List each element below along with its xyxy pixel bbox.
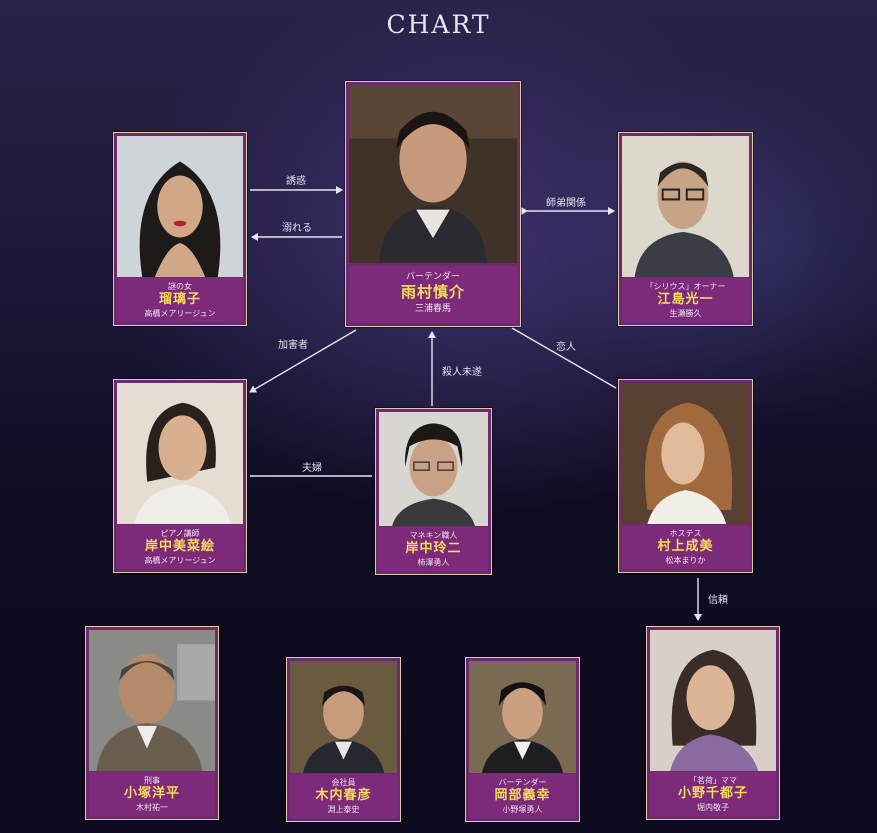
label-amemura: バーテンダー 雨村慎介 三浦春馬 [349,266,517,323]
name-onochizuko: 小野千都子 [677,786,748,801]
role-kiuchi: 会社員 [331,778,356,787]
rel-trust: 信頼 [708,595,728,606]
card-onochizuko[interactable]: 「茗荷」ママ 小野千都子 堀内敬子 [646,626,780,820]
chart-title: CHART [386,10,491,39]
actor-ruriko: 高橋メアリージュン [144,309,216,318]
rel-attempted-murder: 殺人未遂 [442,367,482,378]
name-kiuchi: 木内春彦 [315,788,372,803]
role-reiji: マネキン職人 [409,531,458,540]
portrait-ruriko [117,136,243,277]
actor-naruni: 松本まりか [665,556,706,565]
label-kozuka: 刑事 小塚洋平 木村祐一 [89,772,215,816]
card-okabe[interactable]: バーテンダー 岡部義幸 小野塚勇人 [465,657,580,822]
actor-okabe: 小野塚勇人 [502,805,543,814]
rel-perpetrator: 加害者 [278,340,308,351]
portrait-amemura [349,85,517,263]
label-ejima: 「シリウス」オーナー 江島光一 生瀬勝久 [622,278,749,322]
actor-onochizuko: 堀内敬子 [697,803,729,812]
card-kiuchi[interactable]: 会社員 木内春彦 淵上泰史 [286,657,401,822]
role-naruni: ホステス [669,529,702,538]
portrait-naruni [622,383,749,524]
portrait-kiuchi [290,661,397,773]
card-reiji[interactable]: マネキン職人 岸中玲二 柿澤勇人 [375,408,492,575]
actor-ejima: 生瀬勝久 [669,309,702,318]
label-ruriko: 謎の女 瑠璃子 高橋メアリージュン [117,278,243,322]
rel-lover: 恋人 [556,342,576,353]
name-minae: 岸中美菜絵 [144,539,215,554]
name-reiji: 岸中玲二 [405,541,462,556]
rel-drown: 溺れる [282,223,312,234]
card-naruni[interactable]: ホステス 村上成美 松本まりか [618,379,753,573]
label-minae: ピアノ講師 岸中美菜絵 高橋メアリージュン [117,525,243,569]
role-kozuka: 刑事 [144,776,160,785]
name-amemura: 雨村慎介 [400,283,465,301]
name-ruriko: 瑠璃子 [158,292,201,307]
portrait-kozuka [89,630,215,771]
name-okabe: 岡部義幸 [494,788,551,803]
actor-kiuchi: 淵上泰史 [327,805,360,814]
role-onochizuko: 「茗荷」ママ [689,776,737,785]
portrait-ejima [622,136,749,277]
actor-reiji: 柿澤勇人 [417,558,450,567]
portrait-onochizuko [650,630,776,771]
line-lover [511,327,617,389]
portrait-minae [117,383,243,524]
actor-amemura: 三浦春馬 [414,304,451,314]
actor-kozuka: 木村祐一 [136,803,168,812]
name-ejima: 江島光一 [657,292,714,307]
card-amemura[interactable]: バーテンダー 雨村慎介 三浦春馬 [345,81,521,327]
card-ejima[interactable]: 「シリウス」オーナー 江島光一 生瀬勝久 [618,132,753,326]
portrait-okabe [469,661,576,773]
label-okabe: バーテンダー 岡部義幸 小野塚勇人 [469,774,576,818]
portrait-reiji [379,412,488,526]
label-onochizuko: 「茗荷」ママ 小野千都子 堀内敬子 [650,772,776,816]
rel-married: 夫婦 [302,463,322,474]
card-kozuka[interactable]: 刑事 小塚洋平 木村祐一 [85,626,219,820]
arrow-perpetrator [249,329,357,393]
label-kiuchi: 会社員 木内春彦 淵上泰史 [290,774,397,818]
role-amemura: バーテンダー [405,272,460,282]
role-ruriko: 謎の女 [168,282,192,291]
card-minae[interactable]: ピアノ講師 岸中美菜絵 高橋メアリージュン [113,379,247,573]
name-kozuka: 小塚洋平 [123,786,180,801]
role-minae: ピアノ講師 [160,529,200,538]
label-naruni: ホステス 村上成美 松本まりか [622,525,749,569]
rel-mentor: 師弟関係 [546,198,586,209]
role-ejima: 「シリウス」オーナー [645,282,726,291]
role-okabe: バーテンダー [498,778,547,787]
name-naruni: 村上成美 [657,539,714,554]
card-ruriko[interactable]: 謎の女 瑠璃子 高橋メアリージュン [113,132,247,326]
actor-minae: 高橋メアリージュン [144,556,216,565]
rel-temptation: 誘惑 [286,176,306,187]
label-reiji: マネキン職人 岸中玲二 柿澤勇人 [379,527,488,571]
